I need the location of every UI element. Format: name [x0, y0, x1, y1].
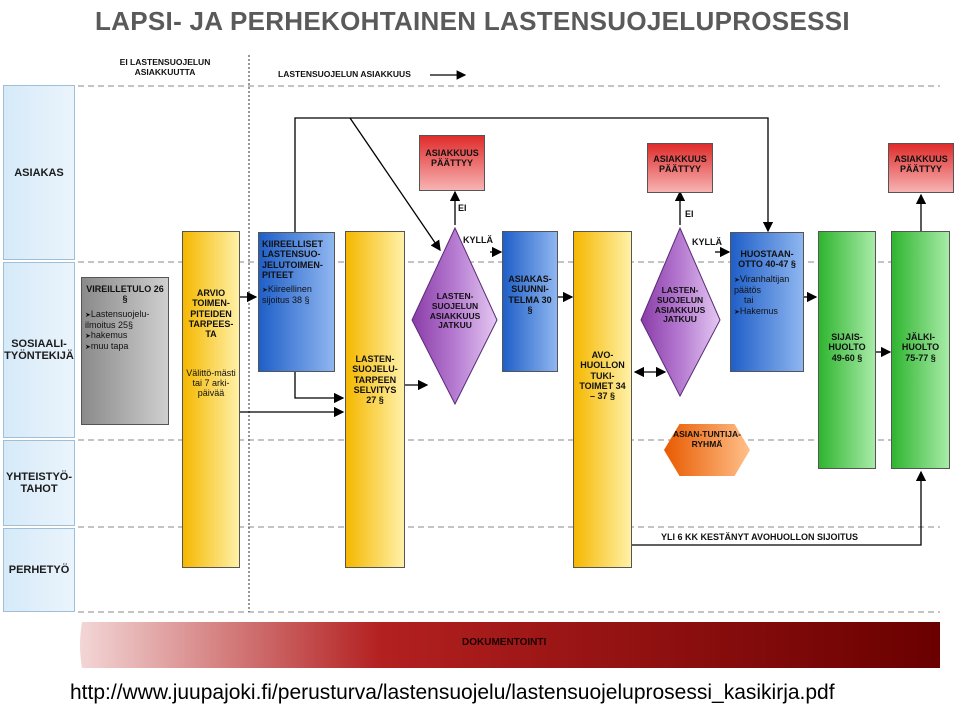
vireilletulo-box: VIREILLETULO 26 § Lastensuojelu-ilmoitus… — [81, 277, 169, 425]
suunnitelma-box: ASIAKAS-SUUNNI-TELMA 30 § — [502, 231, 558, 372]
six-months-label: YLI 6 KK KESTÄNYT AVOHUOLLON SIJOITUS — [661, 532, 859, 542]
asiantuntija-label: ASIAN-TUNTIJA-RYHMÄ — [673, 429, 741, 449]
yes-label-2: KYLLÄ — [692, 237, 722, 247]
decision-diamond-1 — [411, 226, 498, 406]
decision-diamond-2 — [640, 226, 721, 398]
no-label-1: EI — [458, 203, 467, 213]
avohuolto-box: AVO-HUOLLON TUKI-TOIMET 34 – 37 § — [573, 231, 632, 568]
lane-perhetyo: PERHETYÖ — [3, 528, 75, 612]
paattyy2-box: ASIAKKUUS PÄÄTTYY — [647, 143, 713, 193]
lane-yhteistyotahot: YHTEISTYÖ-TAHOT — [3, 440, 75, 526]
source-url: http://www.juupajoki.fi/perusturva/laste… — [70, 681, 835, 704]
paattyy1-box: ASIAKKUUS PÄÄTTYY — [419, 135, 485, 191]
no-label-2: EI — [685, 209, 694, 219]
documentation-bar — [80, 622, 940, 668]
arvio-box: ARVIO TOIMEN-PITEIDEN TARPEES-TA Välittö… — [182, 231, 240, 568]
header-not-client: EI LASTENSUOJELUN ASIAKKUUTTA — [119, 57, 211, 77]
yes-label-1: KYLLÄ — [463, 235, 493, 245]
kiireelliset-box: KIIREELLISET LASTENSUO-JELUTOIMEN-PITEET… — [258, 232, 335, 372]
paattyy3-box: ASIAKKUUS PÄÄTTYY — [888, 143, 954, 193]
header-client: LASTENSUOJELUN ASIAKKUUS — [278, 69, 411, 79]
sijaishuolto-box: SIJAIS-HUOLTO 49-60 § — [818, 231, 876, 469]
asiantuntija-hexagon — [664, 424, 750, 476]
jalkihuolto-box: JÄLKI-HUOLTO 75-77 § — [891, 231, 950, 469]
flow-arrows — [240, 117, 927, 546]
selvitys-box: LASTEN-SUOJELU-TARPEEN SELVITYS 27 § — [345, 231, 405, 568]
jatkuu2-label: LASTEN-SUOJELUN ASIAKKUUS JATKUU — [654, 285, 706, 325]
lane-asiakas: ASIAKAS — [3, 85, 75, 260]
documentation-label: DOKUMENTOINTI — [462, 637, 547, 648]
huostaanotto-box: HUOSTAAN-OTTO 40-47 § Viranhaltijan päät… — [730, 232, 804, 372]
lane-sosiaalityontekija: SOSIAALI-TYÖNTEKIJÄ — [3, 262, 75, 438]
jatkuu1-label: LASTEN-SUOJELUN ASIAKKUUS JATKUU — [429, 291, 481, 331]
page-title: LAPSI- JA PERHEKOHTAINEN LASTENSUOJELUPR… — [95, 6, 850, 36]
